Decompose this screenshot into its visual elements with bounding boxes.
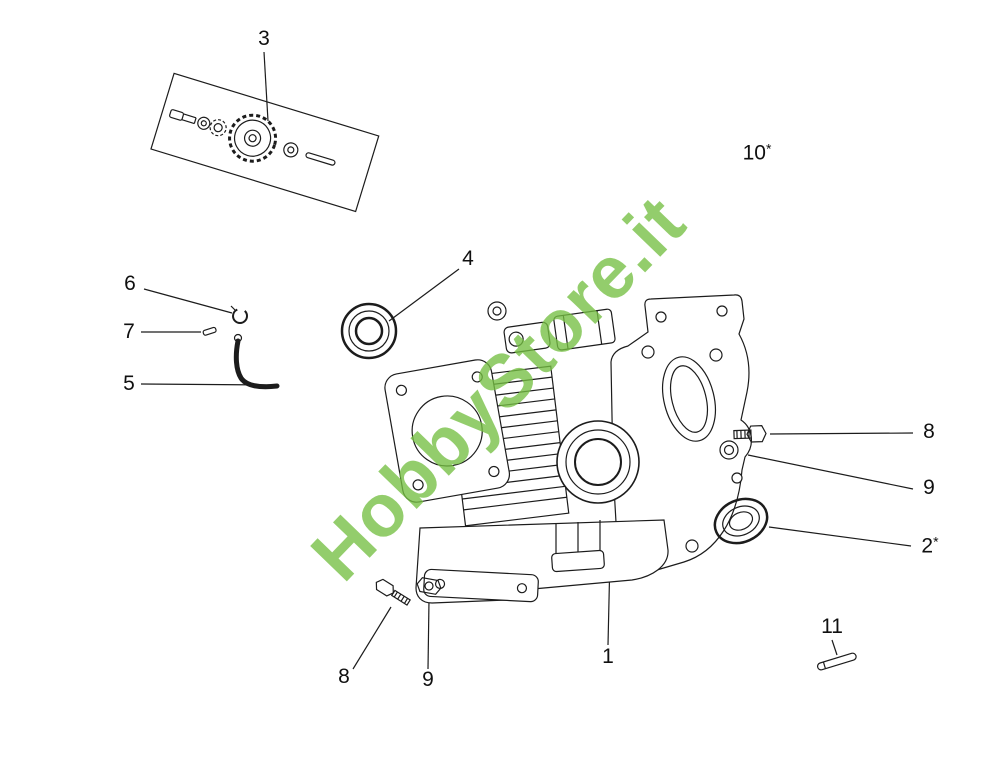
- part-label-7: 7: [123, 320, 135, 343]
- part-label-11: 11: [821, 615, 843, 638]
- ball-bearing-drawing: [340, 302, 398, 360]
- part-label-8-bottom: 8: [338, 665, 350, 688]
- part-label-1: 1: [602, 645, 614, 668]
- flange-bolt-bottom-drawing: [375, 578, 411, 606]
- dowel-pin-drawing: [816, 652, 857, 671]
- part-label-3: 3: [258, 27, 270, 50]
- part-label-4: 4: [462, 247, 474, 270]
- pin-drawing: [202, 326, 217, 336]
- part-label-9-bottom: 9: [422, 668, 434, 691]
- part-label-5: 5: [123, 372, 135, 395]
- leader-lines: [140, 51, 914, 670]
- flange-bolt-right-drawing: [733, 425, 767, 443]
- part-label-8-right: 8: [923, 420, 935, 443]
- part-label-10: 10*: [742, 140, 772, 165]
- governor-arm-drawing: [233, 333, 280, 390]
- part-label-9-right: 9: [923, 476, 935, 499]
- washer-right-drawing: [719, 440, 739, 460]
- part-label-6: 6: [124, 272, 136, 295]
- oil-seal-drawing: [713, 497, 769, 545]
- camshaft-assembly-drawing: [150, 72, 380, 213]
- crankcase-drawing: [384, 294, 752, 604]
- part-label-2: 2*: [921, 533, 939, 558]
- clip-drawing: [230, 305, 248, 324]
- nut-bottom-drawing: [416, 577, 442, 595]
